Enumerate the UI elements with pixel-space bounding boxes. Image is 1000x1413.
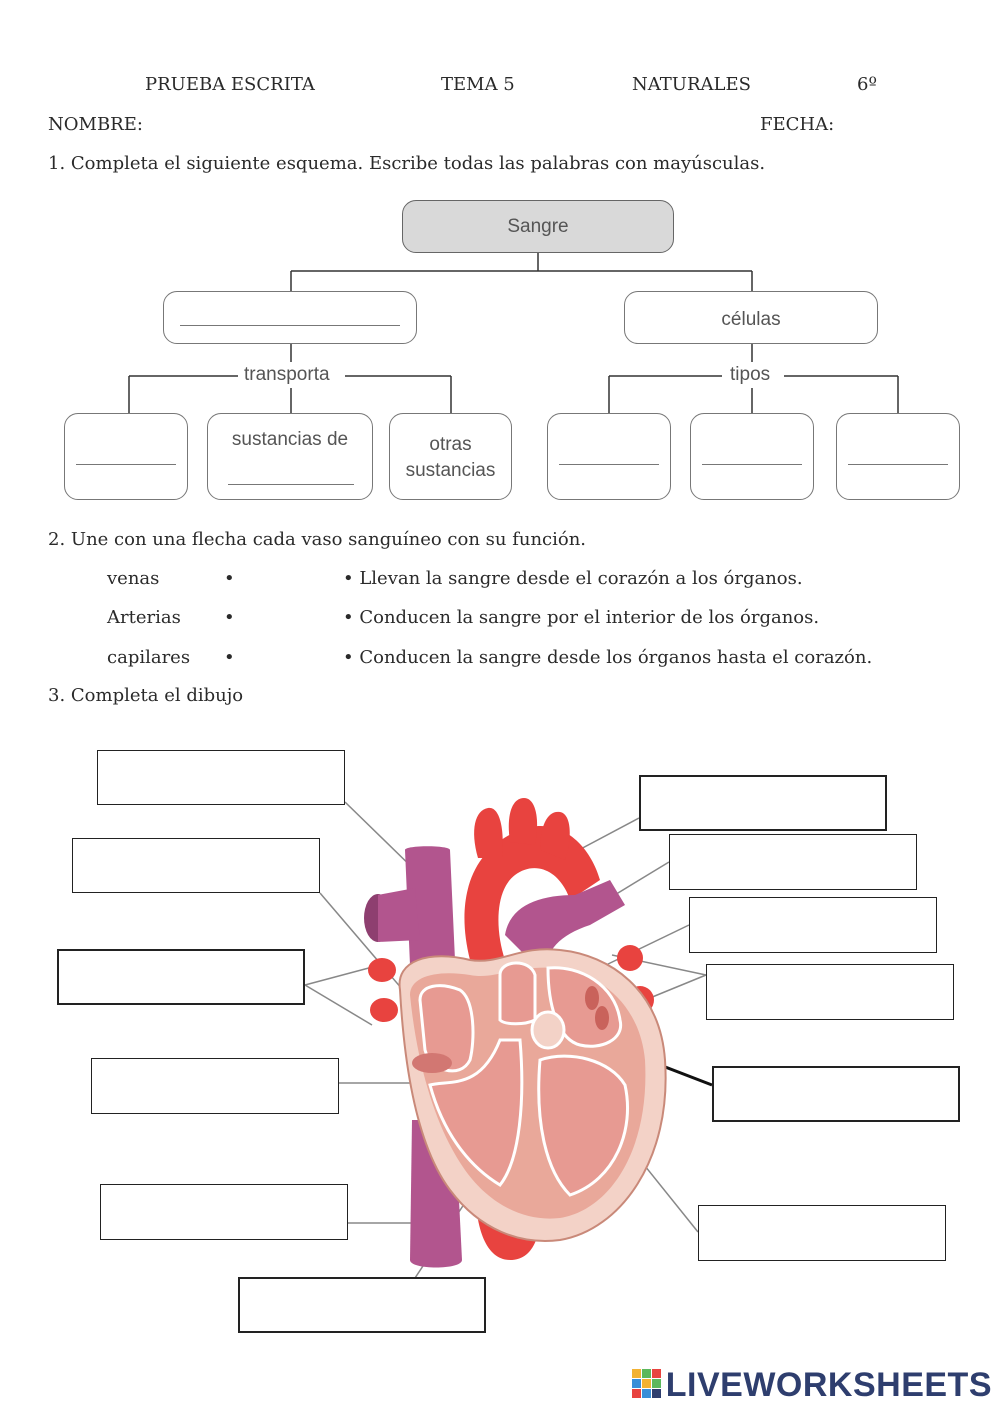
vessel-bullet[interactable]: • [224,647,235,668]
scheme-connectors [128,253,899,413]
q1-prompt: 1. Completa el siguiente esquema. Escrib… [48,153,766,174]
scheme-right-label: células [721,309,781,330]
scheme-root-label: Sangre [507,216,569,237]
header-subject: NATURALES [632,74,751,95]
leaf-box-1 [64,413,188,500]
leaf-box-4 [547,413,671,500]
scheme-root-node: Sangre [402,200,674,253]
header-test: PRUEBA ESCRITA [145,74,315,95]
connector-transporta: transporta [244,364,330,385]
leaf-box-6 [836,413,960,500]
leaf-otras-line2: sustancias [405,460,496,481]
liveworksheets-brand: LIVEWORKSHEETS [665,1366,992,1404]
q3-prompt: 3. Completa el dibujo [48,685,244,706]
liveworksheets-icon [631,1369,661,1398]
header-grade: 6º [857,74,877,95]
blank-line[interactable] [702,464,802,465]
blank-line[interactable] [559,464,659,465]
leaf-box-5 [690,413,814,500]
q2-prompt: 2. Une con una flecha cada vaso sanguíne… [48,529,587,550]
answer-box-6[interactable] [238,1277,486,1333]
vessel-bullet[interactable]: • [224,607,235,628]
connector-tipos: tipos [730,364,771,385]
name-label: NOMBRE: [48,114,143,135]
liveworksheets-logo: LIVEWORKSHEETS [631,1366,992,1405]
blank-line[interactable] [848,464,948,465]
blank-line[interactable] [228,484,354,485]
answer-box-2[interactable] [72,838,320,893]
answer-box-9[interactable] [689,897,937,953]
answer-box-11[interactable] [712,1066,960,1122]
answer-box-1[interactable] [97,750,345,805]
vessel-venas: venas [107,568,160,589]
leaf-box-3: otras sustancias [389,413,512,500]
answer-box-10[interactable] [706,964,954,1020]
header-topic: TEMA 5 [441,74,515,95]
answer-box-5[interactable] [100,1184,348,1240]
answer-box-12[interactable] [698,1205,946,1261]
function-1: • Llevan la sangre desde el corazón a lo… [343,568,803,589]
date-label: FECHA: [760,114,835,135]
answer-box-8[interactable] [669,834,917,890]
answer-box-3[interactable] [57,949,305,1005]
leaf-box-2: sustancias de [207,413,373,500]
leaf-sustancias-label: sustancias de [231,429,349,450]
blank-line[interactable] [180,325,400,326]
heart-diagram [304,798,713,1279]
vessel-bullet[interactable]: • [224,568,235,589]
scheme-right-node: células [624,291,878,344]
function-3: • Conducen la sangre desde los órganos h… [343,647,873,668]
answer-box-4[interactable] [91,1058,339,1114]
vessel-arterias: Arterias [107,607,181,628]
blank-line[interactable] [76,464,176,465]
function-2: • Conducen la sangre por el interior de … [343,607,820,628]
scheme-left-node [163,291,417,344]
vessel-capilares: capilares [107,647,191,668]
leaf-otras-line1: otras [429,434,472,455]
answer-box-7[interactable] [639,775,887,831]
